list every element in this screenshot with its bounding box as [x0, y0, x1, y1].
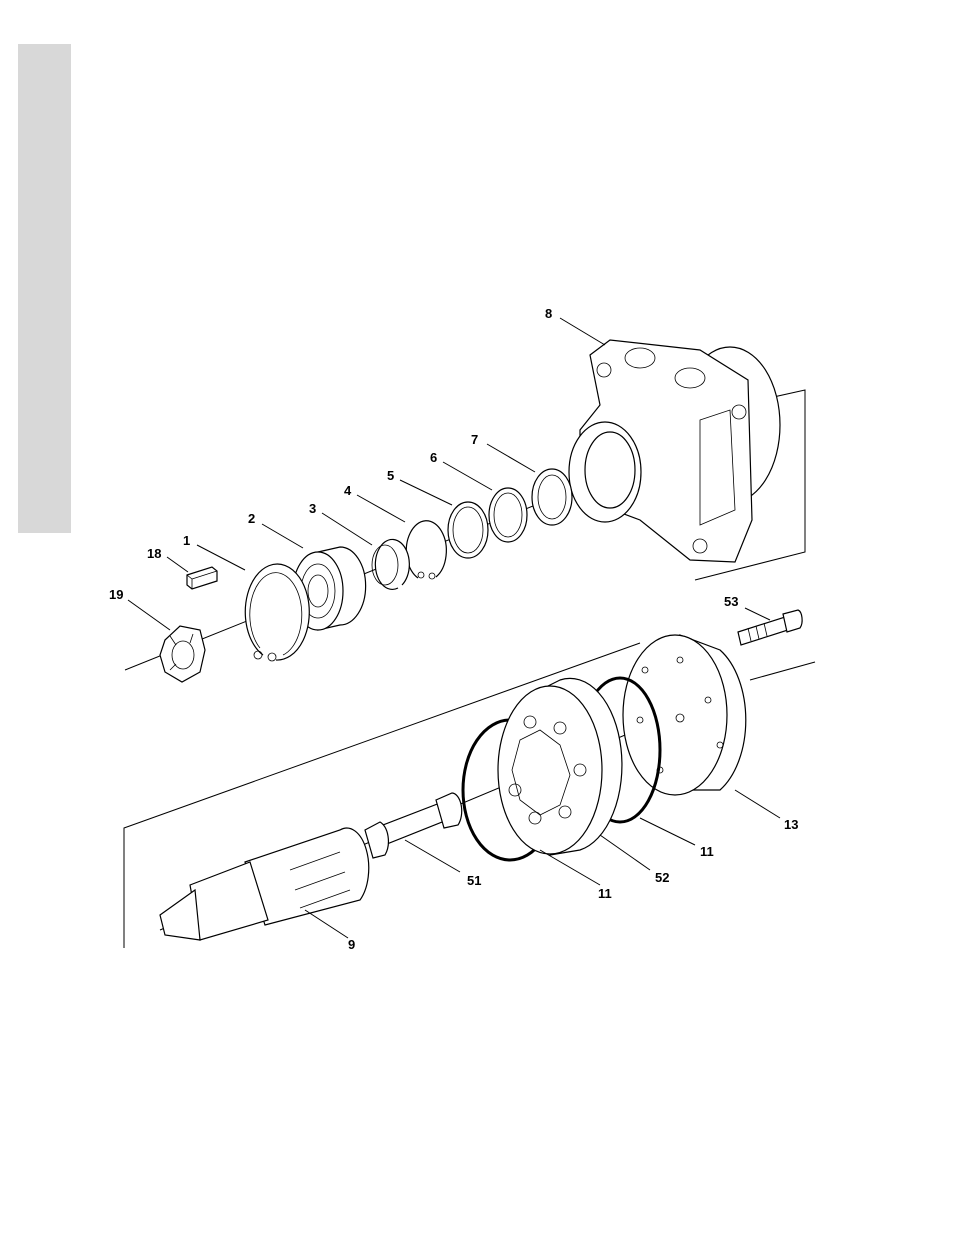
retaining-ring-part-4: [406, 521, 446, 579]
callout-9: 9: [348, 937, 355, 952]
callout-2: 2: [248, 511, 255, 526]
callout-11-rear: 11: [700, 844, 714, 859]
callout-13: 13: [784, 817, 798, 832]
callout-8: 8: [545, 306, 552, 321]
snap-ring-part-1: [245, 564, 309, 661]
callout-1: 1: [183, 533, 190, 548]
callout-5: 5: [387, 468, 394, 483]
callout-6: 6: [430, 450, 437, 465]
washer-part-5: [448, 502, 488, 558]
callout-53: 53: [724, 594, 738, 609]
key-part-18: [187, 567, 217, 589]
callout-52: 52: [655, 870, 669, 885]
output-shaft-part-9: [160, 828, 369, 940]
callout-19: 19: [109, 587, 123, 602]
ring-part-3: [372, 539, 409, 589]
callout-3: 3: [309, 501, 316, 516]
callout-11-front: 11: [598, 886, 612, 901]
end-cover-part-13: [623, 635, 746, 795]
callout-18: 18: [147, 546, 161, 561]
drive-shaft-part-51: [365, 793, 462, 858]
housing-part-8: [569, 340, 780, 562]
callout-4: 4: [344, 483, 352, 498]
washer-part-6: [489, 488, 527, 542]
gerotor-part-52: [498, 678, 622, 855]
callout-51: 51: [467, 873, 481, 888]
callout-7: 7: [471, 432, 478, 447]
castle-nut-part-19: [160, 626, 205, 682]
seal-part-7: [532, 469, 572, 525]
bolt-part-53: [738, 610, 802, 645]
